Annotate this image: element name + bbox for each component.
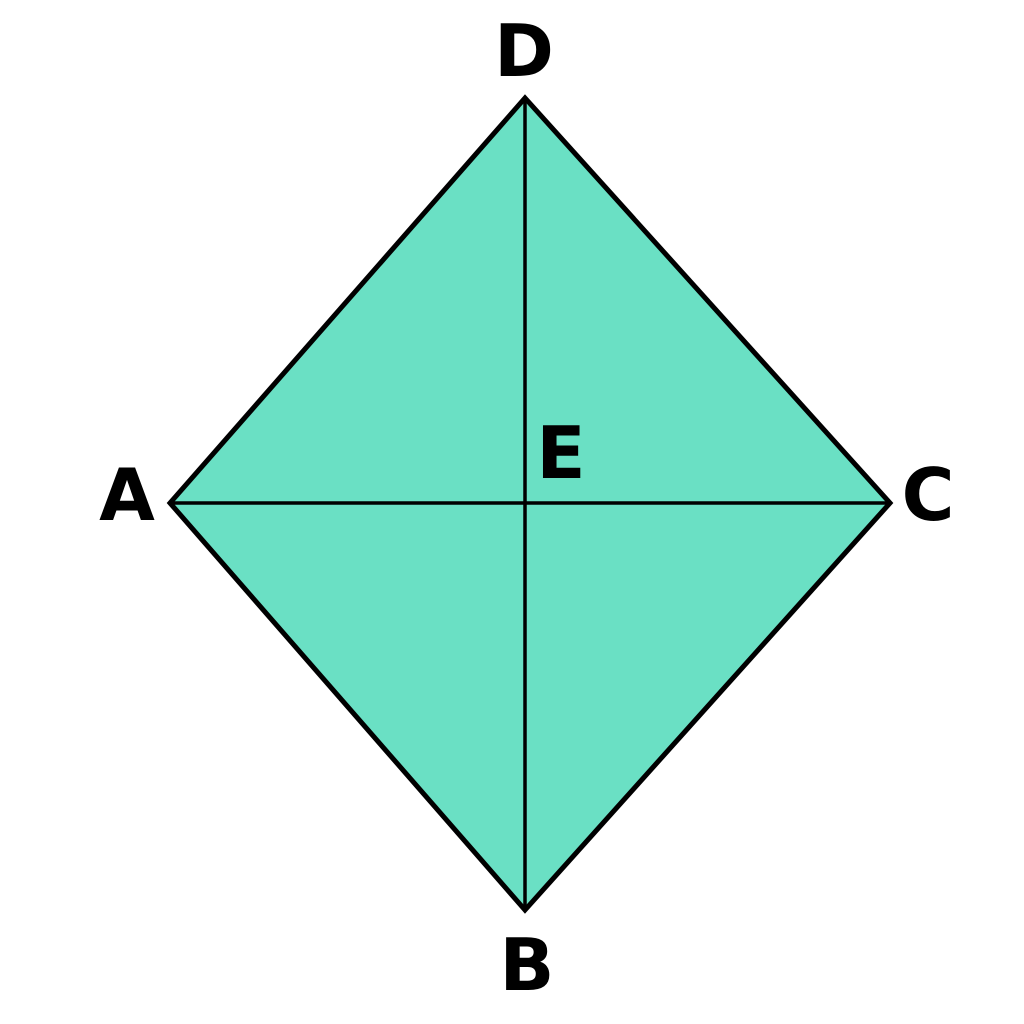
vertex-label-b: B [500,923,555,1007]
vertex-label-c: C [902,453,955,537]
vertex-label-a: A [99,453,155,537]
vertex-label-d: D [494,9,554,93]
intersection-label-e: E [536,411,585,495]
